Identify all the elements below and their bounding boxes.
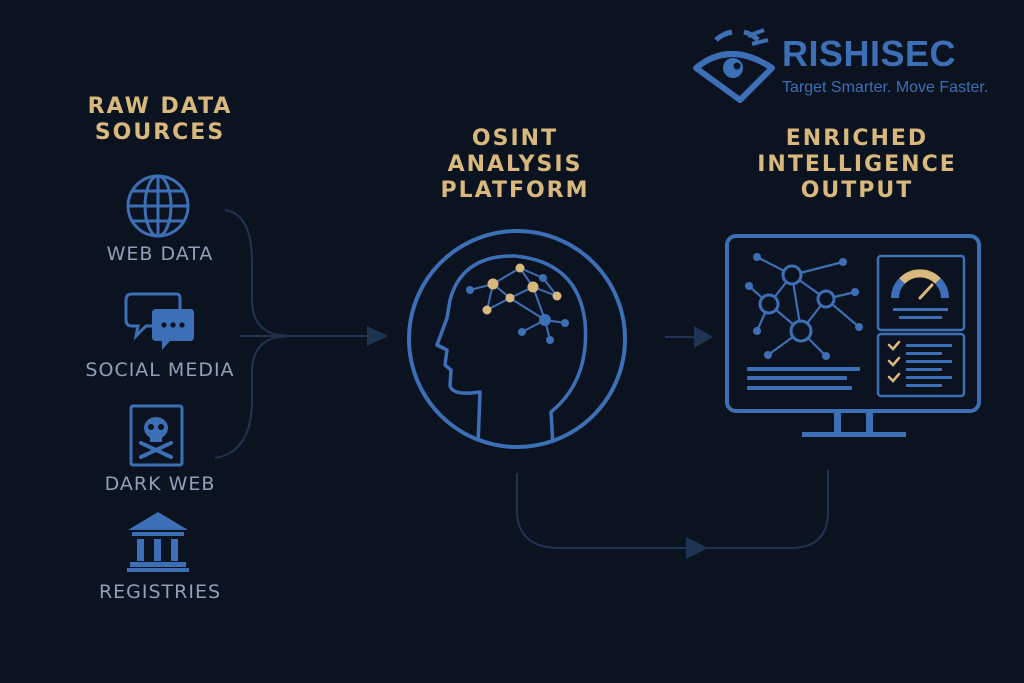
source-label-web-data: WEB DATA — [106, 243, 214, 265]
sources-title-line-2: SOURCES — [94, 119, 226, 145]
output-title: ENRICHED INTELLIGENCE OUTPUT — [742, 126, 972, 204]
platform-circle — [407, 229, 627, 449]
eye-logo-icon — [693, 28, 775, 103]
output-title-line-1: ENRICHED — [785, 126, 929, 151]
arrowhead-to-output — [694, 326, 713, 348]
connectors — [214, 209, 829, 549]
platform-title-line-1: OSINT — [471, 126, 559, 151]
monitor-screen — [725, 234, 981, 413]
connector-web-data — [224, 209, 291, 337]
output-title-line-3: OUTPUT — [800, 177, 914, 203]
brand-tagline: Target Smarter. Move Faster. — [782, 79, 989, 96]
monitor-dashboard-icon — [725, 234, 981, 437]
skull-crossbones-icon — [129, 404, 184, 467]
gauge-needle — [918, 283, 934, 300]
gauge-icon — [891, 269, 949, 299]
brand-name: RISHISEC — [782, 33, 957, 74]
head-profile-icon — [435, 254, 588, 445]
checklist-icon — [887, 340, 901, 383]
platform-title: OSINT ANALYSIS PLATFORM — [410, 126, 620, 204]
source-label-registries: REGISTRIES — [98, 581, 222, 603]
connector-dark-web — [214, 335, 291, 459]
connector-lower-loop — [516, 470, 829, 549]
platform-title-line-3: PLATFORM — [440, 177, 590, 203]
government-building-icon — [127, 512, 189, 572]
source-label-dark-web: DARK WEB — [104, 473, 216, 495]
network-graph-icon — [745, 253, 863, 360]
chat-bubbles-icon — [124, 292, 194, 350]
platform-title-line-2: ANALYSIS — [447, 151, 583, 177]
arrowhead-lower-loop — [686, 537, 708, 559]
sources-title-line-1: RAW DATA — [87, 94, 233, 119]
gauge-panel — [876, 254, 966, 332]
arrowheads — [367, 326, 713, 559]
checklist-panel — [876, 332, 966, 398]
sources-title: RAW DATA SOURCES — [60, 94, 260, 146]
arrowhead-to-platform — [367, 326, 388, 346]
source-label-social-media: SOCIAL MEDIA — [85, 359, 235, 381]
globe-icon — [126, 174, 190, 238]
neural-network-icon — [466, 263, 569, 344]
output-title-line-2: INTELLIGENCE — [757, 151, 957, 177]
